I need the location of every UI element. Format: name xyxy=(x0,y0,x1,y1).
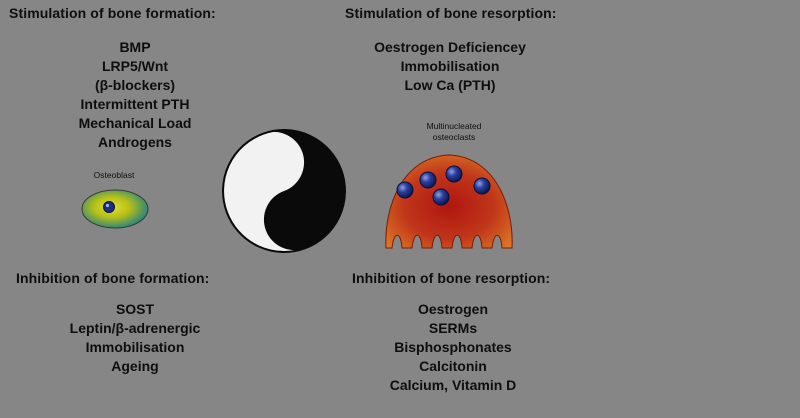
list-item: Androgens xyxy=(98,134,172,150)
list-item: LRP5/Wnt xyxy=(101,58,169,74)
list-item: Calcitonin xyxy=(419,358,487,374)
list-item: Bisphosphonates xyxy=(394,339,512,355)
stimulation-formation-title: Stimulation of bone formation: xyxy=(9,5,216,21)
inhibition-resorption-list: Oestrogen SERMs Bisphosphonates Calciton… xyxy=(363,300,543,395)
list-item: Immobilisation xyxy=(400,58,500,74)
list-item: Oestrogen xyxy=(417,301,488,317)
list-item: Calcium, Vitamin D xyxy=(389,377,517,393)
list-item: BMP xyxy=(119,39,151,55)
list-item: Immobilisation xyxy=(85,339,185,355)
list-item: Ageing xyxy=(111,358,159,374)
yin-yang-icon xyxy=(222,129,346,253)
inhibition-resorption-title: Inhibition of bone resorption: xyxy=(352,270,551,286)
osteoblast-label: Osteoblast xyxy=(93,170,135,180)
osteoblast-cell-icon xyxy=(81,189,149,229)
stimulation-formation-list: BMP LRP5/Wnt (β-blockers) Intermittent P… xyxy=(55,38,215,152)
list-item: Low Ca (PTH) xyxy=(404,77,496,93)
list-item: Leptin/β-adrenergic xyxy=(69,320,201,336)
stimulation-resorption-list: Oestrogen Deficiencey Immobilisation Low… xyxy=(350,38,550,95)
list-item: SERMs xyxy=(428,320,478,336)
list-item: Oestrogen Deficiencey xyxy=(374,39,526,55)
stimulation-resorption-title: Stimulation of bone resorption: xyxy=(345,5,557,21)
list-item: Mechanical Load xyxy=(78,115,192,131)
osteoclast-label: Multinucleated osteoclasts xyxy=(426,121,482,142)
list-item: Intermittent PTH xyxy=(80,96,190,112)
list-item: (β-blockers) xyxy=(94,77,176,93)
inhibition-formation-list: SOST Leptin/β-adrenergic Immobilisation … xyxy=(55,300,215,376)
osteoclast-cell-icon xyxy=(385,154,513,249)
list-item: SOST xyxy=(115,301,155,317)
inhibition-formation-title: Inhibition of bone formation: xyxy=(16,270,210,286)
